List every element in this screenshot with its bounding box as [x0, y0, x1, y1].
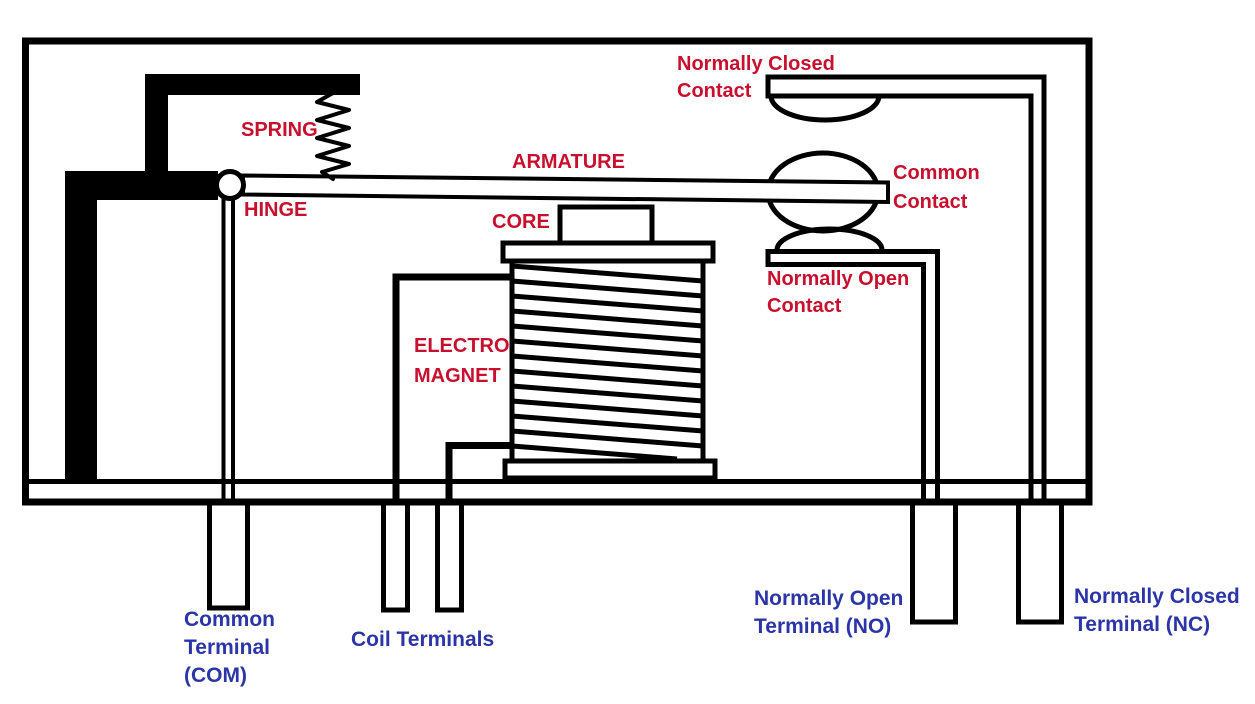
no-contact-label: Normally Open Contact	[767, 268, 910, 317]
coil-windings	[511, 263, 704, 462]
nc-terminal-label: Normally Closed Terminal (NC)	[1074, 585, 1240, 636]
hinge-label: HINGE	[244, 199, 308, 221]
frame-bracket-vertical	[145, 74, 168, 174]
frame-bracket-horizontal	[150, 74, 360, 95]
coil-terminal-pin-1	[381, 499, 410, 613]
common-terminal-pin	[207, 499, 250, 611]
spring-label: SPRING	[241, 119, 318, 141]
hinge-pivot	[214, 169, 246, 201]
nc-terminal-pin	[1016, 499, 1064, 625]
spring-shape	[315, 91, 351, 181]
coil-wire-left	[392, 273, 512, 503]
coil-top-flange	[500, 240, 716, 264]
armature-label: ARMATURE	[512, 151, 625, 173]
no-terminal-label: Normally Open Terminal (NO)	[754, 587, 904, 638]
coil-bottom-flange	[502, 458, 718, 481]
left-conductor-column	[65, 171, 97, 480]
electromagnet-label: ELECTRO MAGNET	[414, 335, 510, 387]
no-terminal-pin	[910, 499, 958, 625]
core-label: CORE	[492, 211, 550, 233]
coil-wire-right	[445, 442, 512, 503]
nc-contact-label: Normally Closed Contact	[677, 53, 835, 102]
relay-case-outline	[22, 37, 1093, 506]
armature-bar	[241, 173, 890, 205]
core-block	[557, 204, 655, 246]
common-contact-label: Common Contact	[893, 162, 980, 213]
common-terminal-wire	[221, 195, 235, 502]
common-terminal-label: Common Terminal (COM)	[184, 608, 275, 687]
nc-contact-dome	[768, 95, 882, 123]
coil-terminals-label: Coil Terminals	[351, 628, 495, 651]
coil-terminal-pin-2	[435, 499, 464, 613]
no-contact-dome	[774, 226, 885, 251]
